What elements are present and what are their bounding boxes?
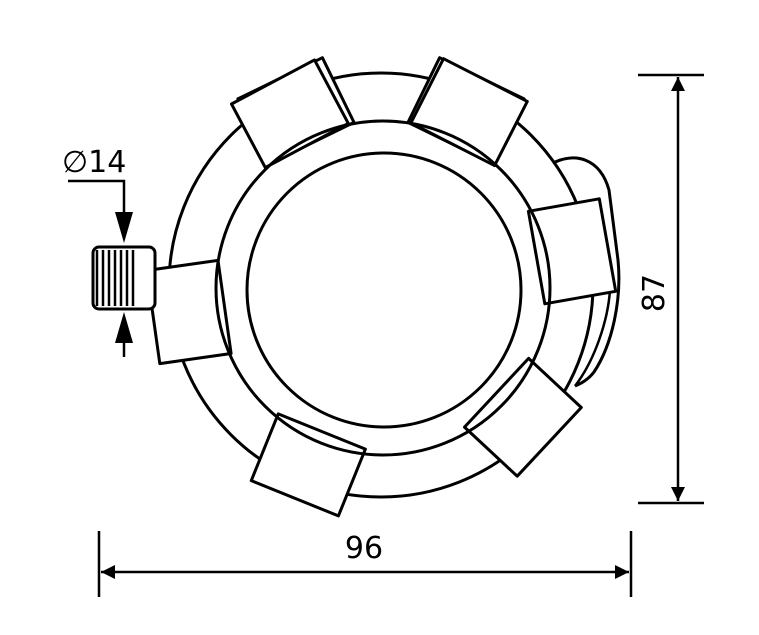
ring-lug	[249, 412, 367, 518]
side-boss-inner	[574, 289, 612, 387]
diameter-dimension: ∅14	[62, 145, 133, 357]
height-dimension: 87	[637, 73, 704, 505]
height-label: 87	[637, 274, 672, 312]
ring-lug	[230, 58, 350, 170]
part-outline	[91, 56, 621, 518]
width-label: 96	[345, 531, 383, 566]
ring-lug	[409, 57, 529, 168]
ring-lug	[463, 356, 583, 478]
ring-lug	[145, 258, 233, 366]
side-boss	[552, 156, 621, 388]
width-dimension: 96	[97, 531, 633, 597]
diameter-arrow-top	[115, 212, 133, 243]
stud-knurling	[95, 250, 135, 306]
knurled-stud	[91, 245, 157, 311]
diameter-label: ∅14	[62, 145, 126, 180]
ring-lug	[526, 197, 618, 306]
diameter-leader	[68, 179, 126, 224]
diameter-arrow-bottom	[115, 312, 133, 343]
inner-bore	[245, 151, 523, 429]
middle-ring	[214, 119, 552, 457]
ring-lugs	[145, 56, 618, 518]
